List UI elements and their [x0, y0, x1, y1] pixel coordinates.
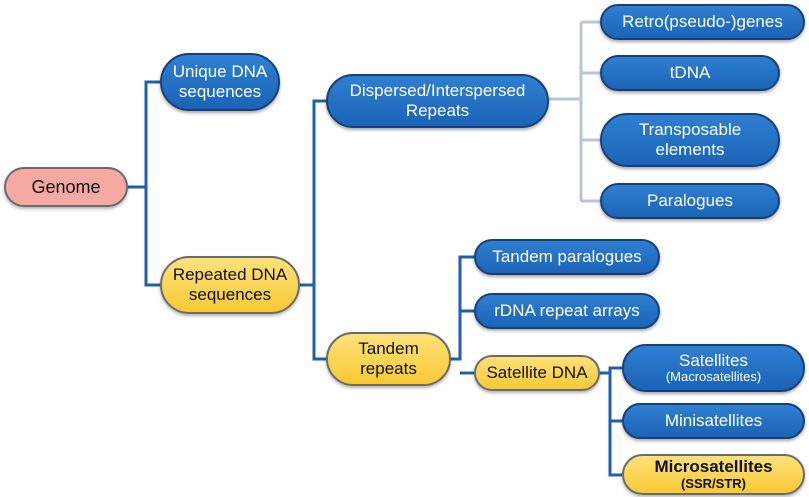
node-repeated-dna: Repeated DNA sequences — [160, 256, 300, 314]
node-satellite-dna: Satellite DNA — [474, 355, 600, 391]
node-dispersed-repeats-line1: Dispersed/Interspersed — [349, 81, 526, 101]
node-minisatellites-label: Minisatellites — [664, 411, 763, 431]
connector-dispersed — [549, 20, 600, 203]
node-unique-dna-line1: Unique DNA — [172, 62, 268, 82]
connector-repeated — [300, 99, 326, 361]
node-unique-dna-line2: sequences — [178, 82, 262, 101]
node-rdna-repeat-arrays-label: rDNA repeat arrays — [494, 301, 640, 321]
node-satellites-line1: Satellites — [679, 350, 748, 370]
connector-satellite — [600, 366, 622, 477]
node-tdna-label: tDNA — [669, 63, 711, 83]
node-tdna: tDNA — [600, 55, 780, 91]
node-tandem-repeats: Tandem repeats — [326, 332, 451, 386]
node-paralogues-label: Paralogues — [646, 191, 733, 211]
node-satellite-dna-label: Satellite DNA — [486, 363, 588, 383]
tree-connectors — [128, 80, 622, 477]
node-genome: Genome — [4, 167, 128, 207]
node-tandem-paralogues-label: Tandem paralogues — [492, 247, 642, 267]
node-dispersed-repeats-line2: Repeats — [405, 101, 470, 120]
node-repeated-dna-line1: Repeated DNA — [172, 265, 288, 285]
connector-tandem — [451, 255, 474, 375]
node-transposable-elements-line1: Transposable — [638, 120, 742, 140]
node-unique-dna: Unique DNA sequences — [160, 53, 280, 111]
node-transposable-elements: Transposable elements — [600, 113, 780, 167]
node-microsatellites-line2: (SSR/STR) — [681, 475, 746, 491]
node-retro-pseudogenes-label: Retro(pseudo-)genes — [622, 12, 783, 32]
node-microsatellites-line1: Microsatellites — [654, 457, 773, 477]
node-satellites: Satellites (Macrosatellites) — [622, 344, 805, 392]
node-minisatellites: Minisatellites — [622, 403, 805, 439]
node-tandem-repeats-line2: repeats — [360, 359, 417, 378]
node-rdna-repeat-arrays: rDNA repeat arrays — [474, 293, 660, 329]
node-paralogues: Paralogues — [600, 183, 780, 219]
node-tandem-paralogues: Tandem paralogues — [474, 239, 660, 275]
node-satellites-line2: (Macrosatellites) — [665, 369, 762, 385]
node-tandem-repeats-line1: Tandem — [358, 339, 419, 359]
bracket-lines — [549, 20, 600, 203]
node-microsatellites: Microsatellites (SSR/STR) — [622, 454, 805, 495]
node-dispersed-repeats: Dispersed/Interspersed Repeats — [326, 74, 549, 128]
connector-genome — [128, 80, 160, 287]
node-genome-label: Genome — [31, 176, 101, 197]
node-retro-pseudogenes: Retro(pseudo-)genes — [600, 4, 805, 40]
node-transposable-elements-line2: elements — [655, 140, 725, 159]
node-repeated-dna-line2: sequences — [188, 285, 272, 304]
